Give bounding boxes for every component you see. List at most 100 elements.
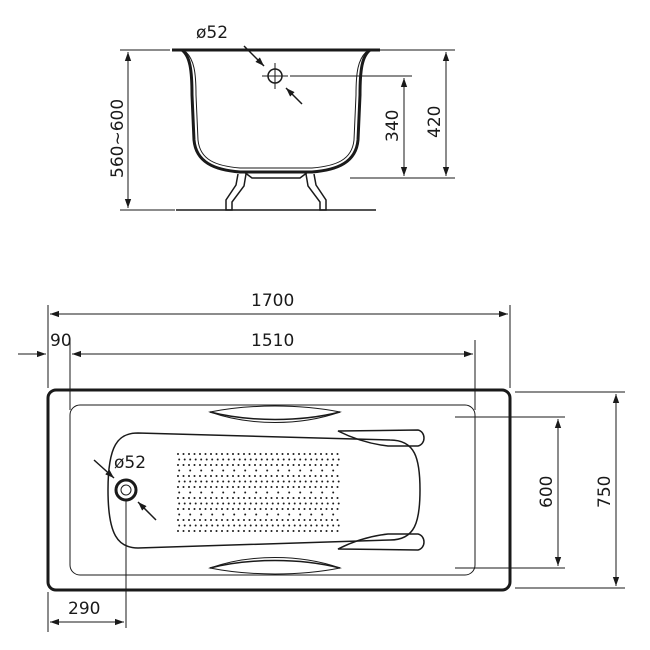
anti-slip-dot xyxy=(259,508,262,510)
anti-slip-dot xyxy=(221,508,223,510)
anti-slip-dot xyxy=(276,475,278,477)
dim-overall-width-label: 750 xyxy=(595,476,615,508)
anti-slip-dot xyxy=(232,519,234,521)
anti-slip-dot xyxy=(266,458,269,461)
anti-slip-dot xyxy=(266,491,269,494)
anti-slip-dot xyxy=(277,480,280,483)
anti-slip-dot xyxy=(194,458,197,461)
tub-body-outline xyxy=(180,48,372,174)
anti-slip-dot xyxy=(221,475,223,477)
anti-slip-dot xyxy=(303,486,306,488)
drain-leader-lower xyxy=(285,87,303,105)
anti-slip-dot xyxy=(177,530,179,532)
anti-slip-dot xyxy=(325,453,328,455)
anti-slip-dot xyxy=(287,453,289,455)
anti-slip-dot xyxy=(188,530,190,532)
anti-slip-dot xyxy=(276,486,278,488)
dim-drain-height-label: 340 xyxy=(383,110,403,142)
anti-slip-dot xyxy=(287,475,289,477)
anti-slip-dot xyxy=(221,486,223,488)
anti-slip-dot xyxy=(222,491,225,494)
anti-slip-dot xyxy=(227,524,230,527)
anti-slip-dot xyxy=(222,502,225,505)
anti-slip-dot xyxy=(292,508,295,510)
anti-slip-dot xyxy=(303,530,306,532)
anti-slip-dot xyxy=(259,464,262,466)
anti-slip-dot xyxy=(237,475,240,477)
anti-slip-dot xyxy=(248,530,251,532)
anti-slip-dot xyxy=(292,519,295,521)
anti-slip-dot xyxy=(178,458,181,461)
anti-slip-dot xyxy=(309,486,311,488)
anti-slip-dot xyxy=(276,508,278,510)
anti-slip-dot xyxy=(215,530,218,532)
anti-slip-dot xyxy=(248,497,251,499)
anti-slip-dot xyxy=(243,486,245,488)
anti-slip-dot xyxy=(299,524,302,527)
anti-slip-dot xyxy=(182,486,185,488)
anti-slip-dot xyxy=(270,464,273,466)
handle-bottom-right xyxy=(337,533,425,551)
anti-slip-dot xyxy=(282,458,285,461)
anti-slip-dot xyxy=(243,497,245,499)
anti-slip-dot xyxy=(188,475,190,477)
anti-slip-dot xyxy=(199,530,201,532)
side-view: ø52 560~600 340 420 xyxy=(108,23,455,211)
anti-slip-dot xyxy=(282,480,285,483)
anti-slip-dot xyxy=(309,519,311,521)
anti-slip-dot xyxy=(243,519,245,521)
anti-slip-dot xyxy=(276,519,278,521)
dim-inner-length-label: 1510 xyxy=(251,331,294,351)
anti-slip-dot xyxy=(292,530,295,532)
anti-slip-dot xyxy=(222,513,225,516)
anti-slip-dot xyxy=(188,486,190,488)
anti-slip-dot xyxy=(277,469,280,472)
anti-slip-dot xyxy=(259,475,262,477)
anti-slip-dot xyxy=(210,486,212,488)
anti-slip-dot xyxy=(315,480,318,483)
anti-slip-dot xyxy=(215,453,218,455)
anti-slip-dot xyxy=(303,508,306,510)
anti-slip-dot xyxy=(277,513,280,516)
anti-slip-dot xyxy=(336,464,339,466)
anti-slip-dot xyxy=(255,491,258,494)
anti-slip-dot xyxy=(266,469,269,472)
anti-slip-dot xyxy=(188,519,190,521)
anti-slip-dot xyxy=(321,458,324,461)
anti-slip-dot xyxy=(298,519,300,521)
anti-slip-dot xyxy=(254,519,256,521)
anti-slip-dot xyxy=(193,453,196,455)
tub-outer-rim xyxy=(46,388,512,592)
anti-slip-dot xyxy=(336,508,339,510)
anti-slip-dot xyxy=(331,508,333,510)
anti-slip-dot xyxy=(337,524,340,527)
anti-slip-dot xyxy=(182,530,185,532)
anti-slip-dot xyxy=(299,469,302,472)
anti-slip-dot xyxy=(320,475,322,477)
anti-slip-dot xyxy=(255,513,258,516)
anti-slip-dot xyxy=(326,480,329,483)
anti-slip-dot xyxy=(282,502,285,505)
anti-slip-dot xyxy=(211,491,214,494)
top-drain-diameter-label: ø52 xyxy=(114,453,146,473)
anti-slip-dot xyxy=(314,497,317,499)
anti-slip-dot xyxy=(314,453,317,455)
anti-slip-dot xyxy=(325,497,328,499)
anti-slip-dot xyxy=(221,453,223,455)
anti-slip-dot xyxy=(244,513,247,516)
anti-slip-dot xyxy=(265,453,267,455)
anti-slip-dot xyxy=(304,524,307,527)
anti-slip-dot xyxy=(282,524,285,527)
anti-slip-dot xyxy=(254,464,256,466)
anti-slip-dot xyxy=(204,453,207,455)
anti-slip-dot xyxy=(238,502,241,505)
anti-slip-dot xyxy=(309,508,311,510)
anti-slip-dot xyxy=(320,464,322,466)
anti-slip-dot xyxy=(200,469,203,472)
anti-slip-dot xyxy=(255,469,258,472)
anti-slip-dot xyxy=(298,453,300,455)
anti-slip-dot xyxy=(221,519,223,521)
anti-slip-dot xyxy=(276,530,278,532)
anti-slip-dot xyxy=(320,508,322,510)
anti-slip-dot xyxy=(304,480,307,483)
